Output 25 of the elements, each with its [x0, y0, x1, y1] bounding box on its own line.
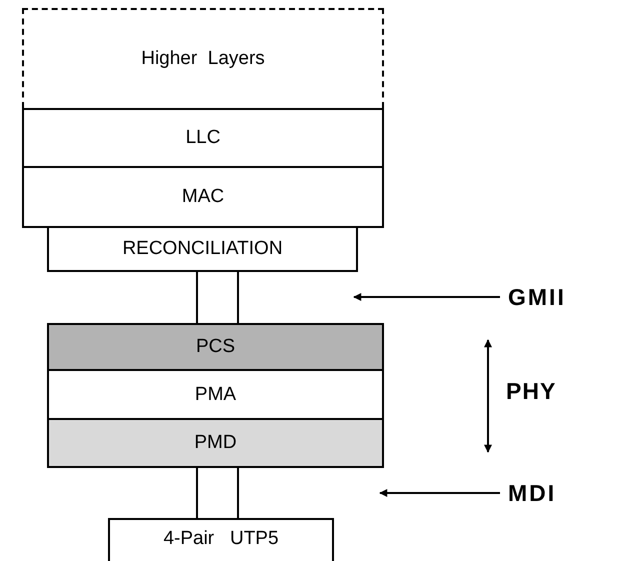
layer-name: PMD [194, 432, 237, 454]
group-label: PHY [506, 378, 556, 405]
layer-name: PCS [196, 336, 236, 358]
layer-box [47, 228, 358, 272]
layer-box [22, 8, 384, 108]
interface-label: MDI [508, 480, 556, 506]
arrow [353, 293, 500, 301]
layer-name: MAC [182, 186, 224, 208]
layer-box [47, 371, 384, 420]
interface-label: GMII [508, 284, 566, 310]
layer-name: PMA [194, 384, 236, 406]
medium-box [108, 518, 334, 561]
connector-line [237, 272, 239, 323]
layer-name: LLC [186, 127, 220, 149]
layer-box [47, 323, 384, 371]
layer-box [22, 108, 384, 168]
connector-line [196, 272, 198, 323]
layer-name: RECONCILIATION [122, 238, 283, 260]
arrow [379, 489, 500, 497]
connector-line [237, 468, 239, 518]
connector-line [196, 468, 198, 518]
layer-name: Higher Layers [141, 48, 265, 70]
layer-name: 4-Pair UTP5 [163, 528, 279, 550]
layer-box [47, 420, 384, 468]
layer-box [22, 168, 384, 228]
